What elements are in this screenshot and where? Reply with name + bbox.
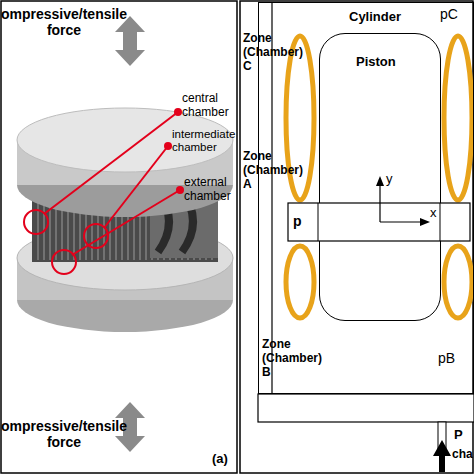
zone-label: Zone (Chamber) A	[243, 150, 307, 191]
chamber-label: central chamber	[182, 92, 238, 120]
pressure-symbol: p	[293, 213, 309, 229]
zone-label: Zone (Chamber) B	[262, 338, 326, 379]
chamber-label: external chamber	[184, 176, 238, 204]
pressure-label: cha	[452, 448, 474, 462]
pressure-label: P	[454, 428, 474, 443]
panel-tag: (a)	[212, 452, 238, 467]
chamber-label: intermediate chamber	[172, 128, 238, 154]
force-label: ompressive/tensile force	[0, 6, 130, 38]
axis-label: x	[430, 206, 444, 221]
axis-label: y	[386, 172, 400, 187]
pressure-symbol: pC	[440, 6, 470, 22]
pressure-symbol: pB	[438, 350, 468, 366]
zone-label: Zone (Chamber) C	[243, 32, 307, 73]
force-label: ompressive/tensile force	[0, 418, 130, 450]
cylinder-box: CylinderPiston	[258, 2, 474, 394]
node-text: Piston	[356, 54, 396, 69]
node-text: Cylinder	[349, 9, 401, 24]
